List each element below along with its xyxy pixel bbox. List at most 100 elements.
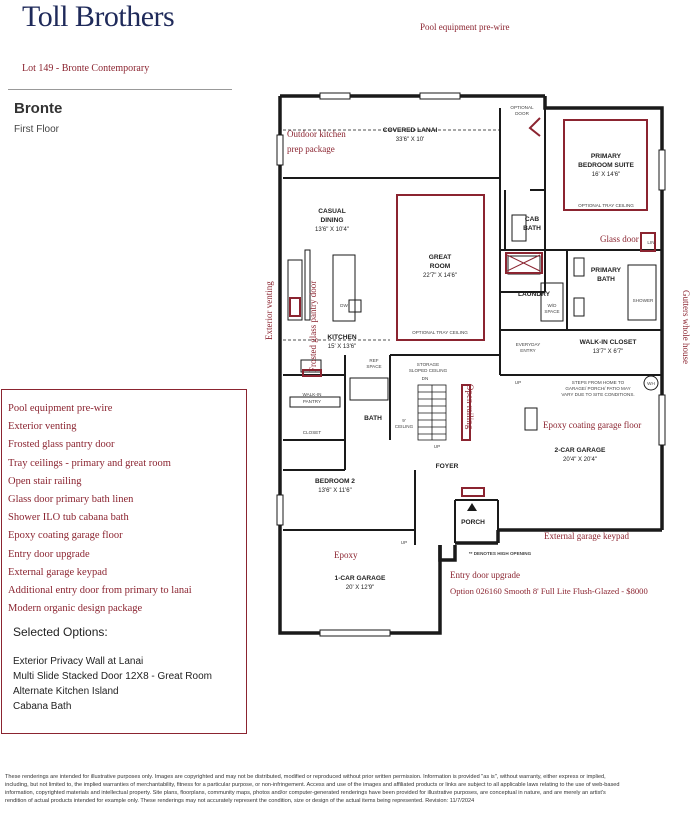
entry-door-note: Entry door upgrade — [450, 570, 520, 580]
great-room-label-1: GREAT — [429, 254, 452, 261]
high-opening-note: ** DENOTES HIGH OPENING — [469, 551, 532, 556]
outdoor-kitchen-note-1: Outdoor kitchen — [287, 129, 346, 139]
optional-door-label-2: DOOR — [515, 111, 529, 116]
exterior-venting-note: Exterior venting — [264, 281, 274, 340]
disclaimer-text: These renderings are intended for illust… — [5, 774, 620, 804]
option-price-note: Option 026160 Smooth 8' Full Lite Flush-… — [450, 586, 648, 596]
selected-option-item: Cabana Bath — [13, 701, 72, 712]
option-item: Open stair railing — [8, 475, 82, 487]
bedroom2-dim: 13'6" X 11'6" — [318, 488, 351, 494]
bath-label: BATH — [364, 415, 382, 422]
great-room-label-2: ROOM — [430, 263, 451, 270]
up-label-3: UP — [401, 540, 407, 545]
option-item: Epoxy coating garage floor — [8, 530, 123, 542]
dw-label: DW — [340, 303, 348, 308]
covered-lanai-label: COVERED LANAI — [383, 127, 438, 134]
two-car-garage-dim: 20'4" X 20'4" — [563, 457, 597, 463]
up-label-1: UP — [515, 380, 521, 385]
great-room-ceiling: OPTIONAL TRAY CEILING — [412, 330, 468, 335]
casual-dining-label-2: DINING — [320, 217, 343, 224]
outdoor-kitchen-note-2: prep package — [287, 144, 335, 154]
option-item: Entry door upgrade — [8, 548, 90, 560]
great-room-dim: 22'7" X 14'6" — [423, 273, 457, 279]
cab-bath-label-2: BATH — [523, 225, 541, 232]
option-item: Pool equipment pre-wire — [8, 403, 113, 414]
option-item: Tray ceilings - primary and great room — [8, 457, 171, 469]
kitchen-label: KITCHEN — [327, 334, 357, 341]
primary-suite-tray-highlight — [563, 119, 648, 211]
plan-name: Bronte — [14, 100, 63, 117]
option-item: Additional entry door from primary to la… — [8, 584, 192, 596]
primary-bath-label-1: PRIMARY — [591, 267, 622, 274]
floor-label: First Floor — [14, 124, 59, 135]
walkin-pantry-label-2: PANTRY — [303, 399, 321, 404]
header-divider — [8, 89, 232, 90]
kitchen-dim: 15' X 13'6" — [328, 344, 356, 350]
one-car-garage-label: 1-CAR GARAGE — [335, 575, 387, 582]
option-item: Modern organic design package — [8, 603, 143, 615]
walkin-closet-label: WALK-IN CLOSET — [580, 339, 637, 346]
epoxy-note: Epoxy — [334, 550, 358, 560]
epoxy-garage-note: Epoxy coating garage floor — [543, 420, 641, 430]
external-keypad-note: External garage keypad — [544, 531, 629, 541]
ceiling-9-label-2: CEILING — [395, 424, 414, 429]
one-car-garage-dim: 20' X 12'9" — [346, 585, 374, 591]
primary-suite-label-1: PRIMARY — [591, 153, 622, 160]
option-item: Shower ILO tub cabana bath — [8, 512, 129, 524]
steps-note-3: VARY DUE TO SITE CONDITIONS. — [561, 392, 634, 397]
option-item: Frosted glass pantry door — [8, 439, 115, 451]
selected-option-item: Multi Slide Stacked Door 12X8 - Great Ro… — [13, 671, 212, 682]
frosted-pantry-note: Frosted glass pantry door — [308, 281, 318, 372]
porch-label: PORCH — [461, 519, 485, 526]
two-car-garage-label: 2-CAR GARAGE — [555, 447, 607, 454]
covered-lanai-dim: 33'6" X 10' — [396, 137, 424, 143]
up-label-2: UP — [434, 444, 440, 449]
storage-label-1: STORAGE — [417, 362, 439, 367]
gutters-note: Gutters whole house — [681, 290, 691, 364]
selected-option-item: Alternate Kitchen Island — [13, 686, 119, 697]
optional-door-label-1: OPTIONAL — [510, 105, 534, 110]
primary-suite-dim: 16' X 14'6" — [592, 172, 620, 178]
pool-prewire-note: Pool equipment pre-wire — [420, 22, 510, 32]
glass-door-note: Glass door — [600, 234, 639, 244]
wd-label: W/D — [548, 303, 558, 308]
primary-suite-label-2: BEDROOM SUITE — [578, 162, 634, 169]
steps-note-2: GARAGE/ PORCH/ PATIO MAY — [565, 386, 630, 391]
walkin-pantry-label-1: WALK-IN — [303, 392, 322, 397]
selected-options-title: Selected Options: — [13, 625, 108, 639]
storage-label-2: SLOPED CEILING — [409, 368, 448, 373]
wd-space-label: SPACE — [544, 309, 559, 314]
casual-dining-dim: 13'6" X 10'4" — [315, 227, 349, 233]
ref-space-label-2: SPACE — [366, 364, 381, 369]
dn-label: DN — [422, 376, 429, 381]
option-item: Glass door primary bath linen — [8, 493, 134, 505]
laundry-label: LAUNDRY — [518, 291, 551, 298]
great-room-tray-highlight — [396, 194, 485, 341]
toll-brothers-logo: Toll Brothers — [22, 0, 175, 33]
steps-note-1: STEPS FROM HOME TO — [572, 380, 625, 385]
primary-suite-ceiling: OPTIONAL TRAY CEILING — [578, 203, 634, 208]
wh-label: WH — [647, 381, 655, 386]
shower-label: SHOWER — [633, 298, 654, 303]
walkin-closet-dim: 13'7" X 6'7" — [593, 349, 624, 355]
lot-label: Lot 149 - Bronte Contemporary — [22, 63, 150, 74]
linen-label: LIN — [647, 240, 654, 245]
open-railing-note: Open railing — [465, 384, 475, 430]
selected-option-item: Exterior Privacy Wall at Lanai — [13, 656, 144, 667]
cab-bath-label-1: CAB — [525, 216, 540, 223]
option-item: Exterior venting — [8, 421, 77, 433]
ceiling-9-label-1: 9' — [402, 418, 406, 423]
primary-bath-label-2: BATH — [597, 276, 615, 283]
closet-label: CLOSET — [303, 430, 322, 435]
bedroom2-label: BEDROOM 2 — [315, 478, 355, 485]
everyday-entry-label-2: ENTRY — [520, 348, 536, 353]
option-item: External garage keypad — [8, 566, 108, 578]
foyer-label: FOYER — [436, 463, 459, 470]
everyday-entry-label-1: EVERYDAY — [516, 342, 541, 347]
ref-space-label-1: REF — [369, 358, 378, 363]
casual-dining-label-1: CASUAL — [318, 208, 345, 215]
